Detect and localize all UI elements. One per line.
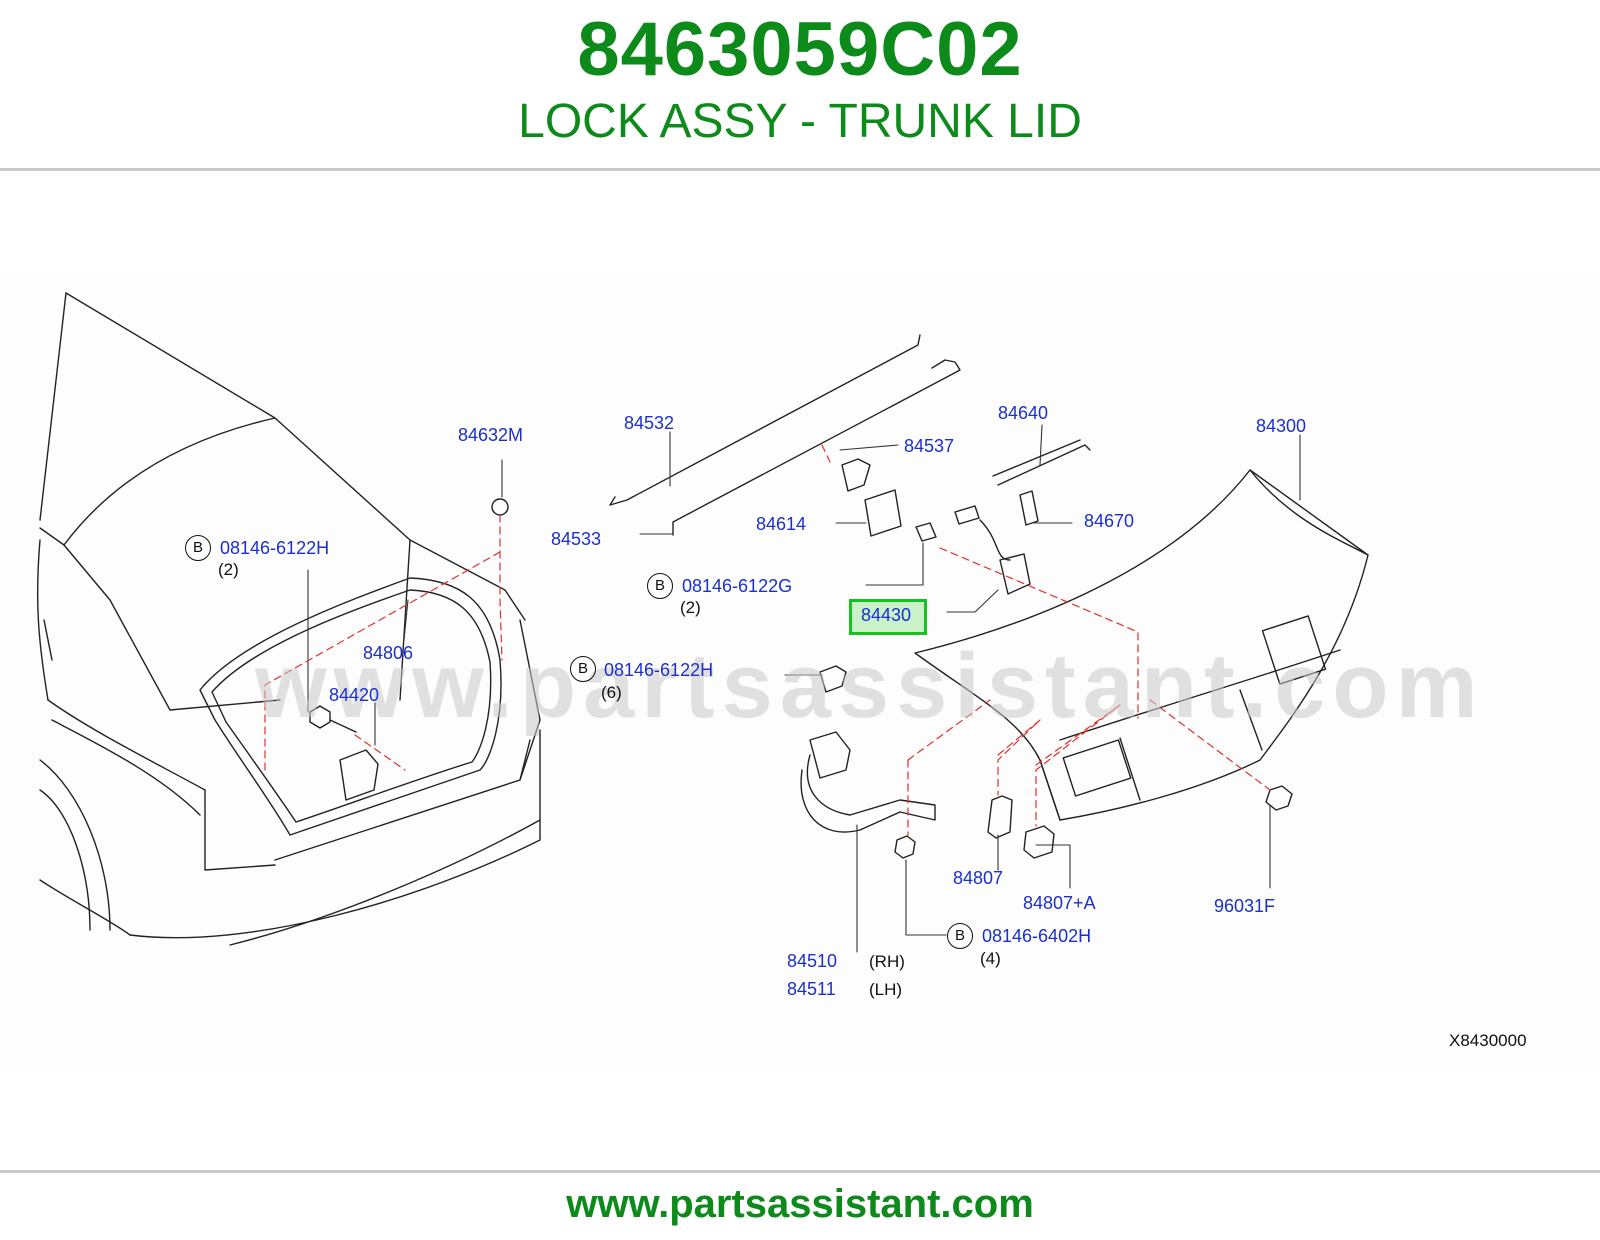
callout-84430[interactable]: 84430 — [861, 605, 912, 625]
part-number-title: 8463059C02 — [577, 7, 1023, 92]
highlighted-part-box[interactable] — [849, 599, 927, 635]
callout-84300[interactable]: 84300 — [1256, 416, 1307, 436]
parts-diagram-area — [0, 270, 1600, 1070]
callout-84533[interactable]: 84533 — [551, 529, 602, 549]
footer-divider — [0, 1170, 1600, 1173]
callout-84537[interactable]: 84537 — [904, 436, 955, 456]
release-rods — [609, 334, 1091, 536]
callout-bolt-08146-6122G[interactable]: 08146-6122G — [682, 576, 793, 596]
footer-site-link[interactable]: www.partsassistant.com — [566, 1182, 1034, 1226]
bolt-marker-icon: B — [947, 923, 973, 949]
bolt-marker-icon: B — [647, 573, 673, 599]
callout-84632M[interactable]: 84632M — [458, 425, 524, 445]
bolt-marker-icon: B — [570, 656, 596, 682]
callout-bolt-08146-6122H-b[interactable]: 08146-6122H — [604, 660, 714, 680]
page-header: 8463059C02 LOCK ASSY - TRUNK LID — [0, 0, 1600, 168]
callout-bolt-08146-6402H[interactable]: 08146-6402H — [982, 926, 1092, 946]
callout-84532[interactable]: 84532 — [624, 413, 675, 433]
side-note-rh: (RH) — [869, 952, 905, 971]
side-note-lh: (LH) — [869, 980, 903, 999]
alignment-dashed-lines — [264, 444, 1271, 836]
callout-84807A[interactable]: 84807+A — [1023, 893, 1096, 913]
callout-84640[interactable]: 84640 — [998, 403, 1049, 423]
bolt-marker-icon: B — [185, 535, 211, 561]
callout-bolt-08146-6122H-a[interactable]: 08146-6122H — [220, 538, 330, 558]
hardware-items — [309, 458, 1293, 859]
header-divider — [0, 168, 1600, 171]
diagram-code: X8430000 — [1449, 1031, 1527, 1050]
bolt-qty: (2) — [680, 598, 701, 617]
leader-lines — [307, 424, 1301, 953]
callout-84420[interactable]: 84420 — [329, 685, 380, 705]
car-rear-body — [36, 292, 541, 946]
bolt-qty: (2) — [218, 560, 239, 579]
callout-96031F[interactable]: 96031F — [1214, 896, 1276, 916]
trunk-lid-panel — [914, 469, 1369, 821]
bolt-qty: (6) — [601, 683, 622, 702]
watermark-text: www.partsassistant.com — [255, 635, 1485, 737]
bolt-qty: (4) — [980, 949, 1001, 968]
callout-84511[interactable]: 84511 — [787, 979, 836, 999]
callout-84614[interactable]: 84614 — [756, 514, 807, 534]
callout-84806[interactable]: 84806 — [363, 643, 414, 663]
callout-84670[interactable]: 84670 — [1084, 511, 1135, 531]
callout-84807[interactable]: 84807 — [953, 868, 1004, 888]
callout-84510[interactable]: 84510 — [787, 951, 838, 971]
part-description: LOCK ASSY - TRUNK LID — [518, 95, 1082, 148]
